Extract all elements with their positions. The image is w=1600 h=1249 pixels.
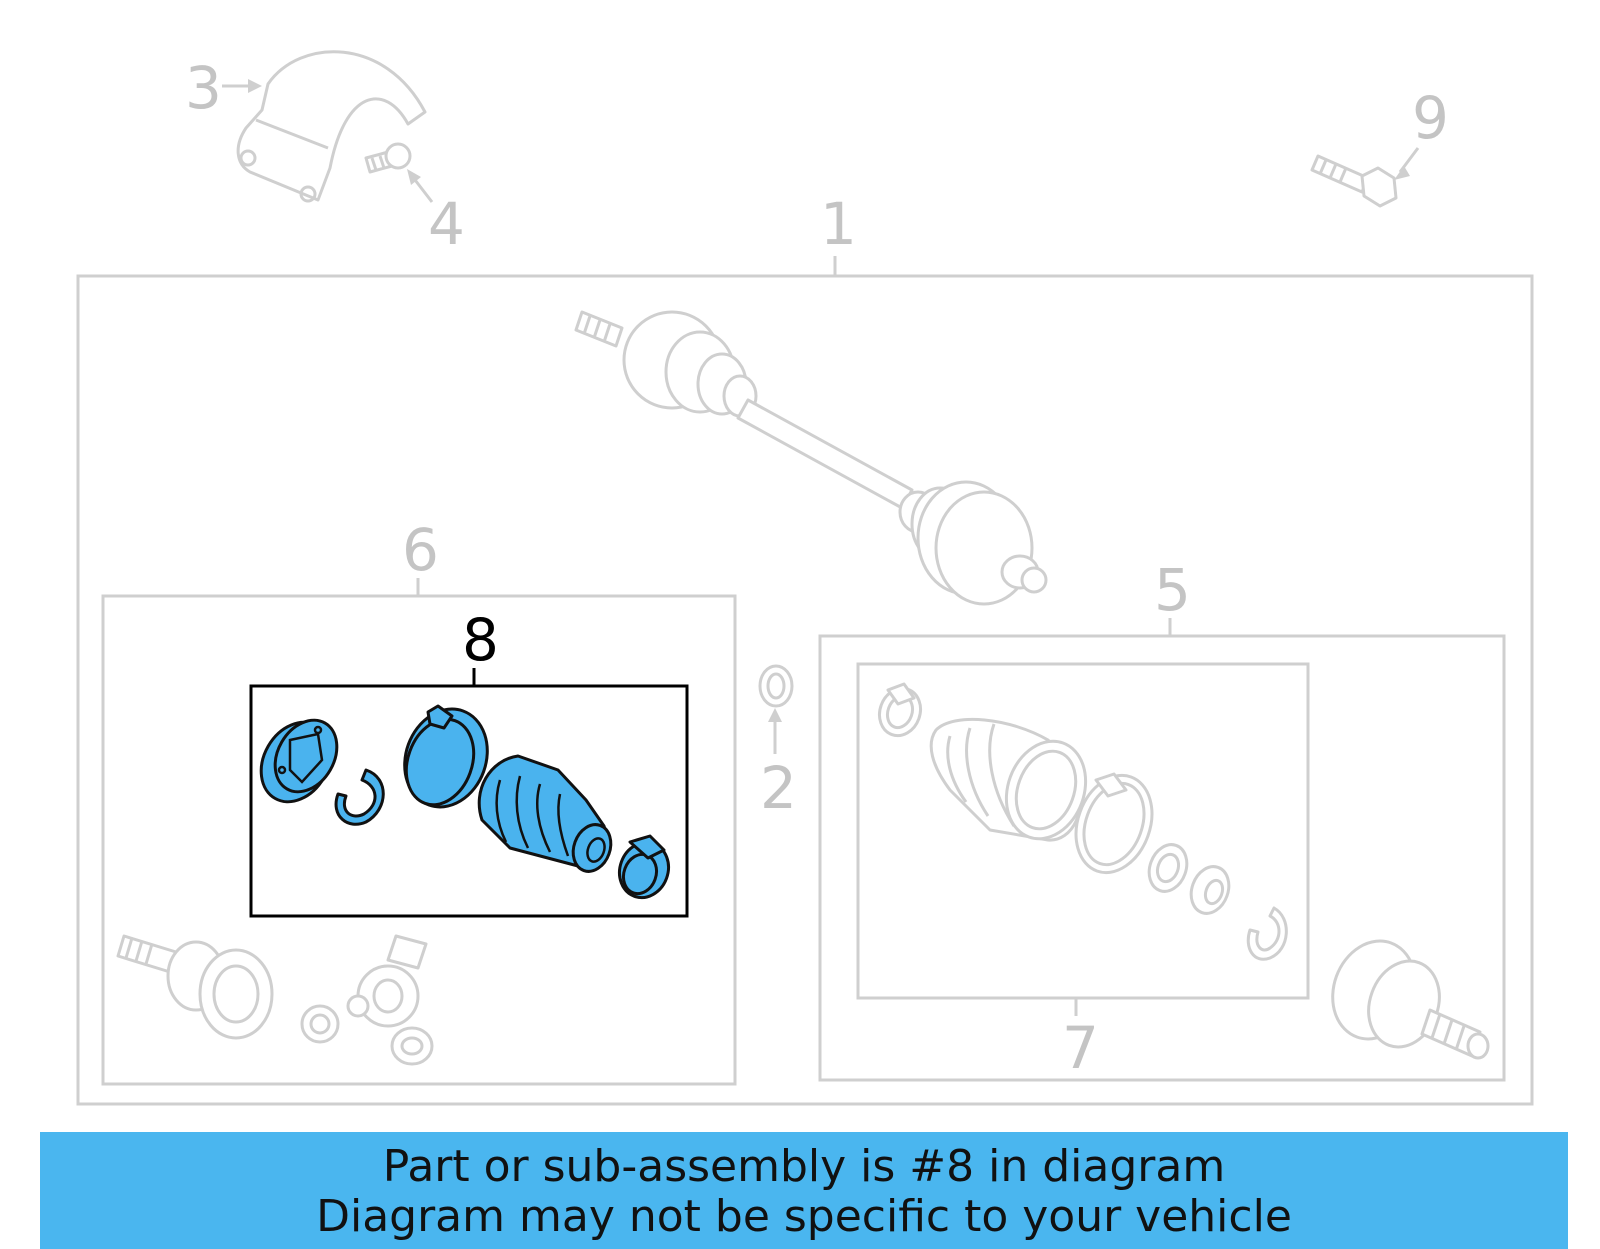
part-8-snap-ring	[334, 768, 385, 826]
part-8-boot-kit[interactable]	[247, 697, 676, 904]
callout-3[interactable]: 3	[185, 54, 222, 122]
callout-1[interactable]: 1	[820, 190, 857, 258]
banner-line-2: Diagram may not be specific to your vehi…	[316, 1191, 1292, 1242]
outer-joint-illustration	[1331, 939, 1490, 1060]
callout-9[interactable]: 9	[1412, 84, 1449, 152]
callout-5[interactable]: 5	[1154, 556, 1191, 624]
callout-8[interactable]: 8	[462, 606, 499, 674]
leader-2	[768, 708, 782, 754]
part-8-small-clamp	[617, 834, 671, 900]
part-8-cover-plate	[259, 718, 339, 804]
part-3-heat-shield[interactable]	[236, 50, 427, 203]
info-banner: Part or sub-assembly is #8 in diagram Di…	[40, 1132, 1568, 1249]
callout-6[interactable]: 6	[402, 516, 439, 584]
part-2-ring[interactable]	[758, 664, 794, 708]
part-4-bolt[interactable]	[364, 142, 412, 174]
part-9-bolt[interactable]	[1310, 154, 1398, 208]
axle-shaft-illustration	[574, 310, 1048, 606]
leader-3	[222, 79, 262, 93]
assembly-box-6[interactable]	[101, 594, 737, 1086]
callout-2[interactable]: 2	[760, 754, 797, 822]
leader-4	[407, 169, 434, 203]
assembly-box-5[interactable]	[818, 634, 1506, 1082]
part-8-large-clamp	[403, 704, 489, 809]
banner-line-1: Part or sub-assembly is #8 in diagram	[382, 1141, 1226, 1192]
assembly-box-8[interactable]	[249, 684, 689, 918]
callout-7[interactable]: 7	[1062, 1014, 1099, 1082]
leader-9	[1394, 147, 1420, 180]
inner-joint-illustration	[116, 934, 434, 1066]
callout-4[interactable]: 4	[428, 190, 465, 258]
part-8-boot	[477, 754, 613, 873]
assembly-box-7[interactable]	[856, 662, 1310, 1000]
assembly-box-1[interactable]	[76, 274, 1534, 1106]
outer-boot-kit-illustration	[877, 682, 1288, 961]
